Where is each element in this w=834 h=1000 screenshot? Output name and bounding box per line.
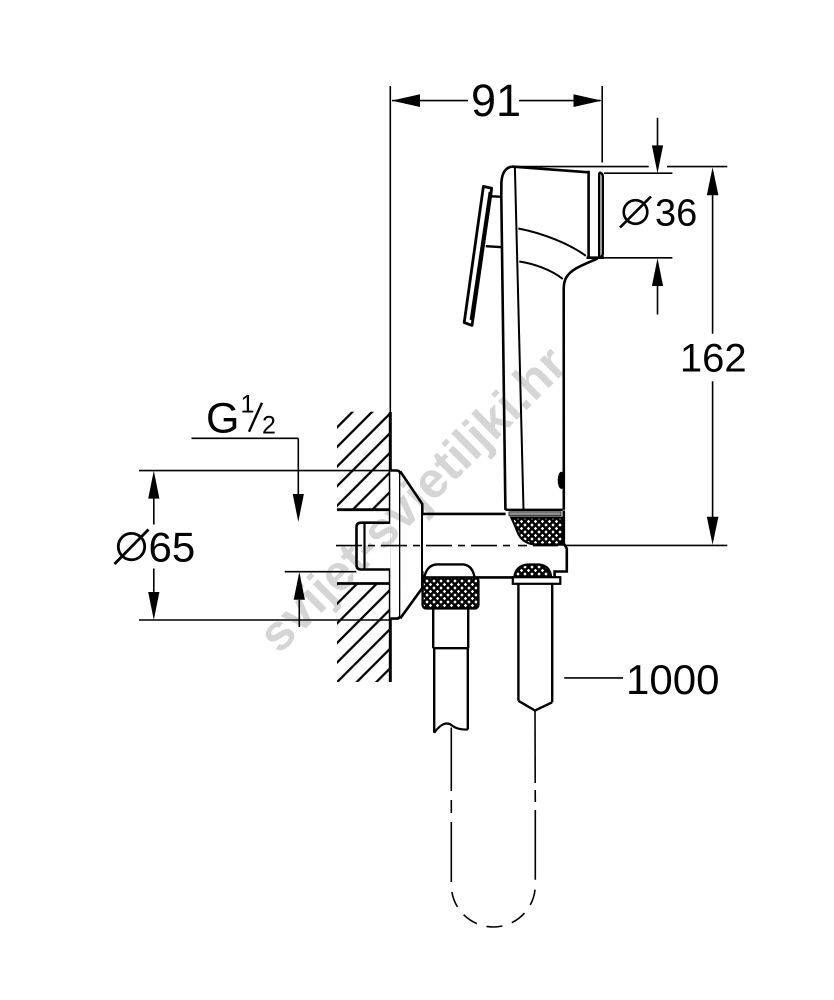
svg-text:1: 1 xyxy=(241,391,255,419)
svg-text:65: 65 xyxy=(149,524,196,571)
svg-text:162: 162 xyxy=(680,337,747,381)
svg-text:G: G xyxy=(206,395,239,443)
svg-text:91: 91 xyxy=(471,75,521,126)
svg-text:2: 2 xyxy=(262,411,276,439)
svg-text:1000: 1000 xyxy=(626,656,719,703)
svg-text:36: 36 xyxy=(655,193,697,235)
